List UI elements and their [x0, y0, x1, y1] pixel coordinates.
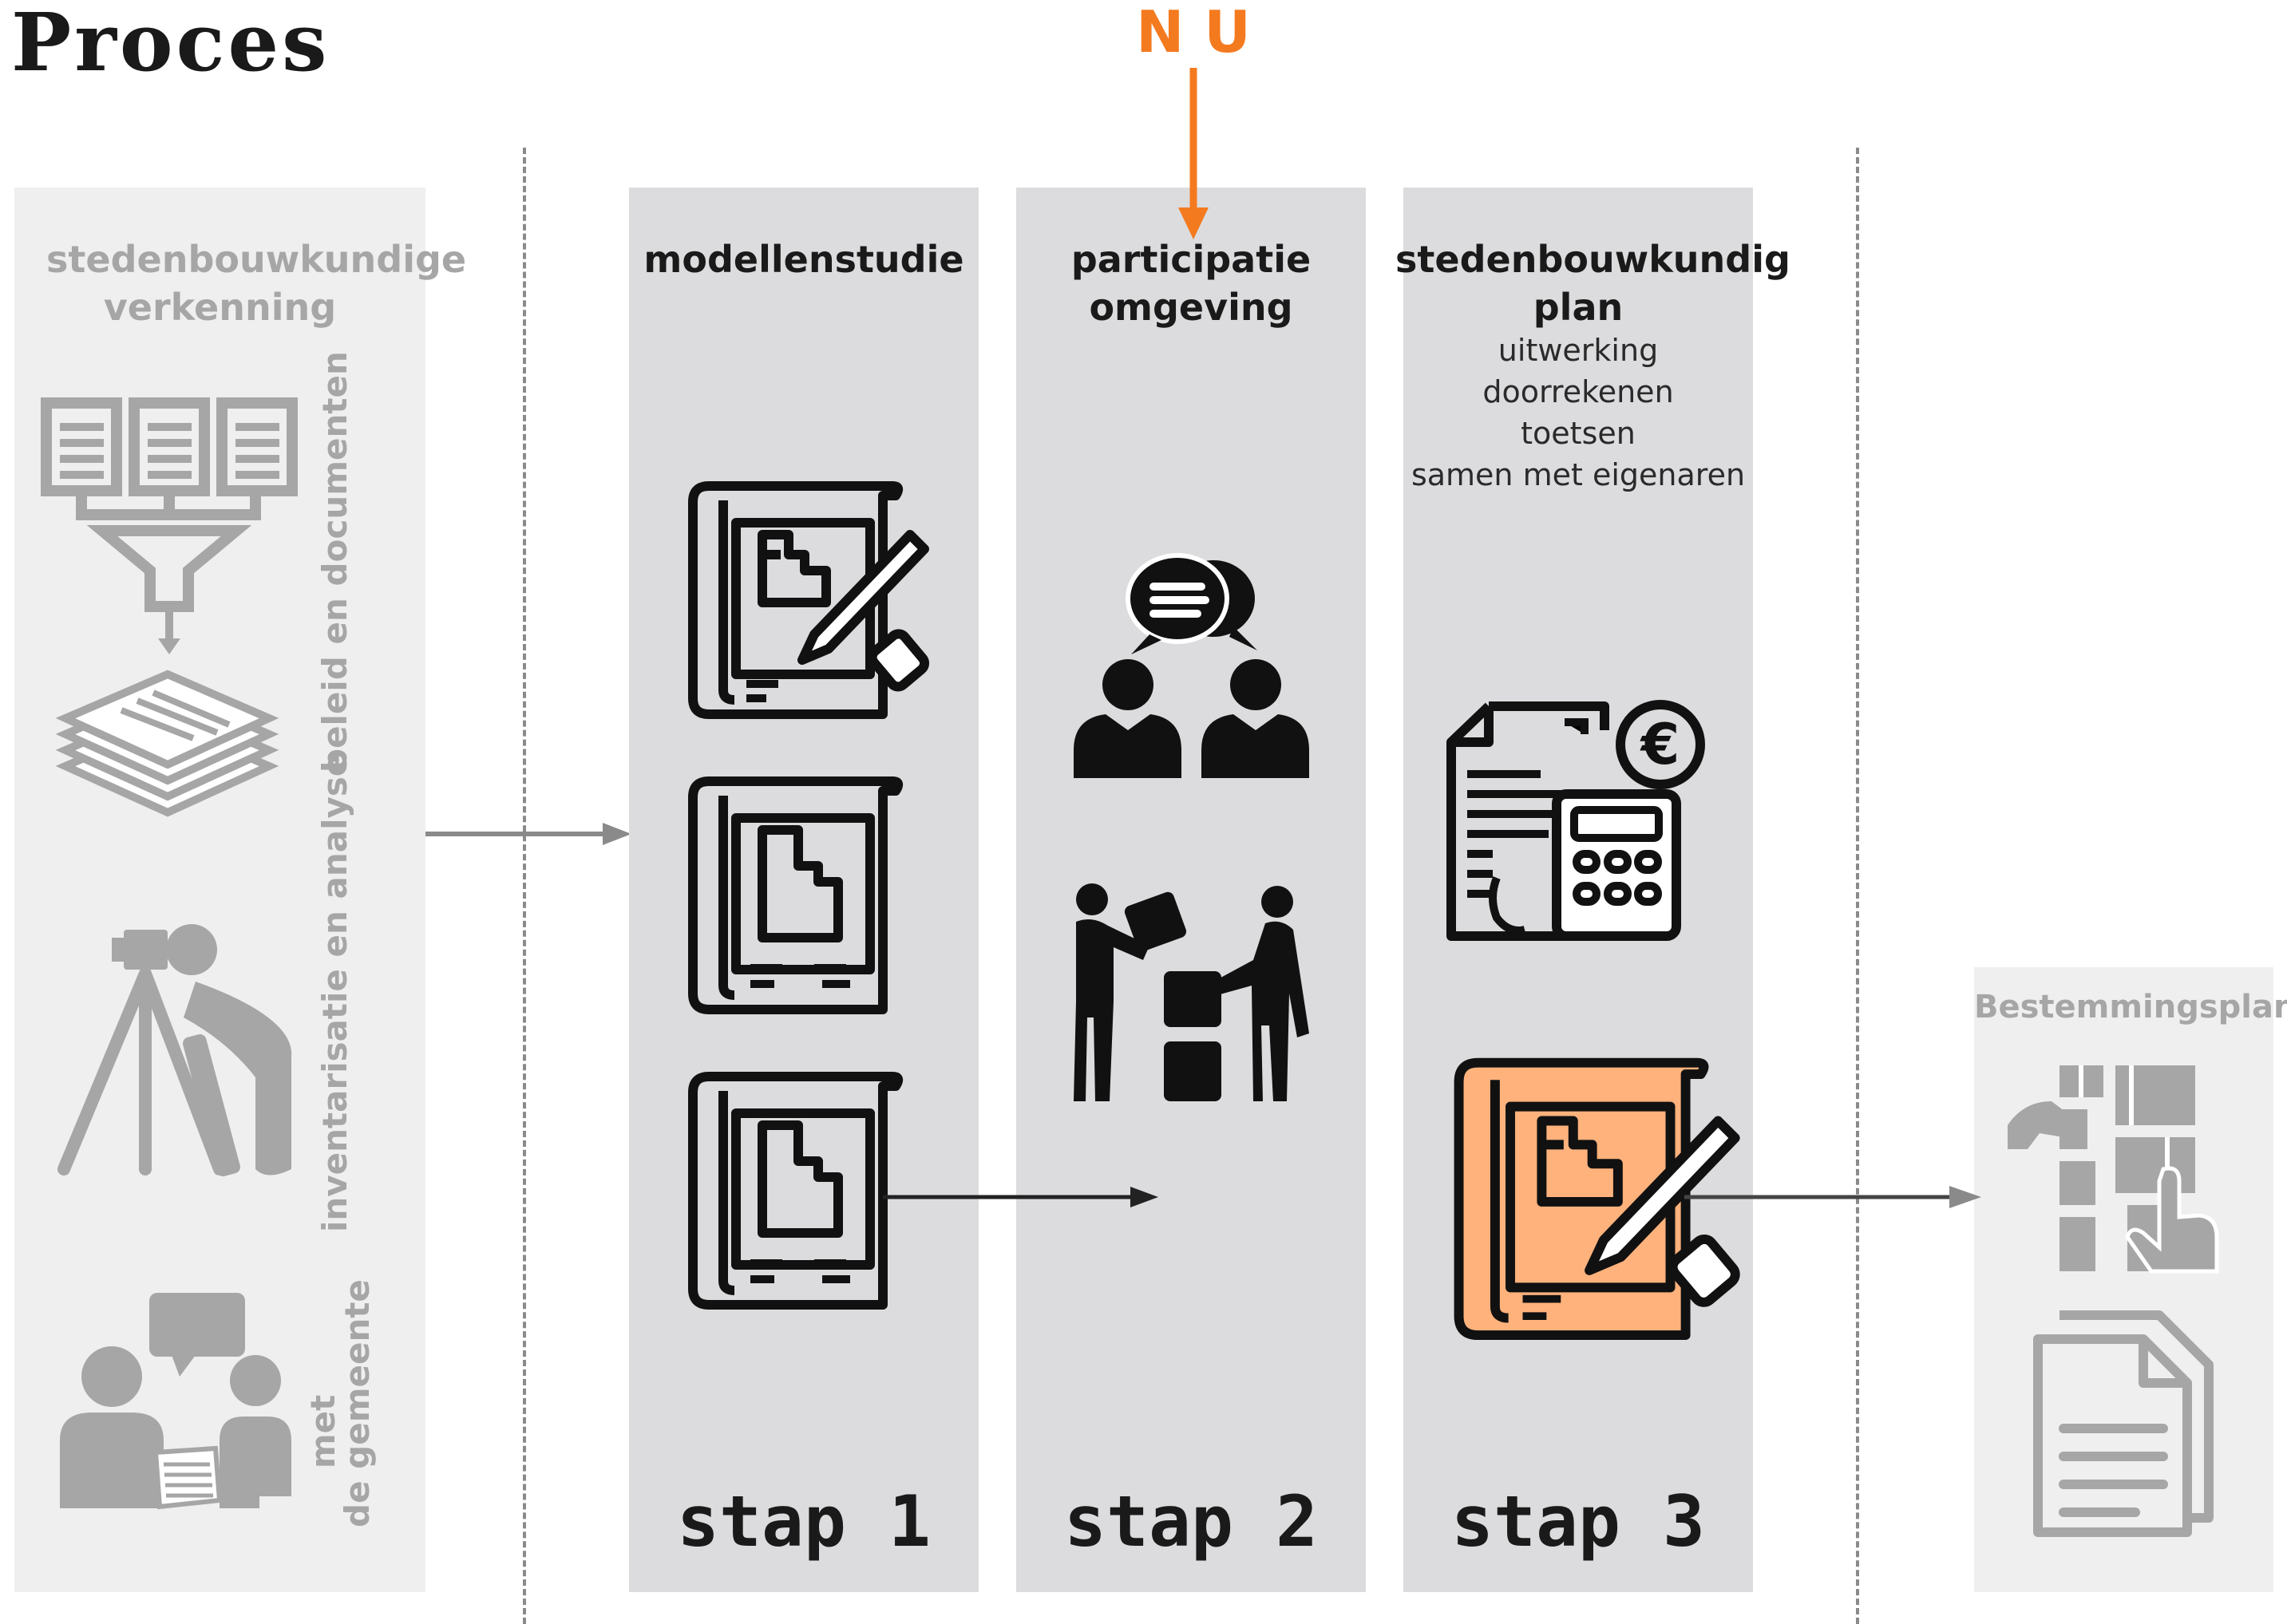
step1-title: modellenstudie: [643, 238, 964, 281]
documents-funnel-icon: [41, 397, 298, 654]
label-inventarisatie: inventarisatie en analyse: [315, 753, 354, 1232]
page-title: Proces: [11, 0, 330, 89]
step2-label: stap 2: [1064, 1480, 1318, 1563]
divider-left: [523, 148, 526, 1624]
now-marker-arrow: [1178, 68, 1209, 239]
step3-detail-3: toetsen: [1521, 416, 1636, 451]
arrow-to-step1: [425, 823, 631, 845]
label-met: met: [303, 1394, 342, 1469]
paper-stack-icon: [55, 670, 279, 817]
label-beleid: beleid en documenten: [315, 351, 354, 772]
step1-column: modellenstudie stap 1: [629, 188, 979, 1592]
blueprint-icon: [688, 1072, 904, 1310]
blueprint-pencil-highlighted-icon: [1454, 1057, 1740, 1341]
step1-label: stap 1: [677, 1480, 931, 1563]
step3-title-line1: stedenbouwkundig: [1395, 238, 1790, 281]
step2-column: participatie omgeving stap 2: [1016, 188, 1366, 1592]
outcome-title: Bestemmingsplan: [1974, 989, 2287, 1025]
now-marker-label: N U: [1136, 0, 1251, 65]
step3-detail-2: doorrekenen: [1482, 374, 1674, 409]
step2-title-line1: participatie: [1070, 238, 1312, 281]
arrow-to-step2: [883, 1187, 1158, 1207]
step3-detail-4: samen met eigenaren: [1411, 457, 1746, 492]
invoice-calculator-icon: €: [1446, 700, 1705, 941]
step2-title-line2: omgeving: [1089, 286, 1293, 329]
chat-people-icon: [1074, 553, 1309, 778]
surveyor-icon: [57, 924, 292, 1177]
divider-right: [1856, 148, 1859, 1624]
step3-detail-1: uitwerking: [1498, 333, 1659, 368]
arrow-to-outcome: [1684, 1186, 1981, 1208]
phase-verkenning-title: stedenbouwkundige verkenning: [46, 238, 467, 329]
blueprint-icon: [688, 776, 904, 1014]
blueprint-pencil-icon: [688, 481, 930, 719]
meeting-icon: [60, 1293, 291, 1510]
step3-label: stap 3: [1451, 1480, 1705, 1563]
map-hand-icon: [2008, 1065, 2219, 1274]
label-de-gemeente: de gemeente: [338, 1279, 377, 1527]
handshake-blocks-icon: [1074, 883, 1309, 1101]
step3-title-line2: plan: [1533, 286, 1624, 329]
svg-text:€: €: [1640, 712, 1680, 777]
documents-icon: [2033, 1310, 2214, 1537]
